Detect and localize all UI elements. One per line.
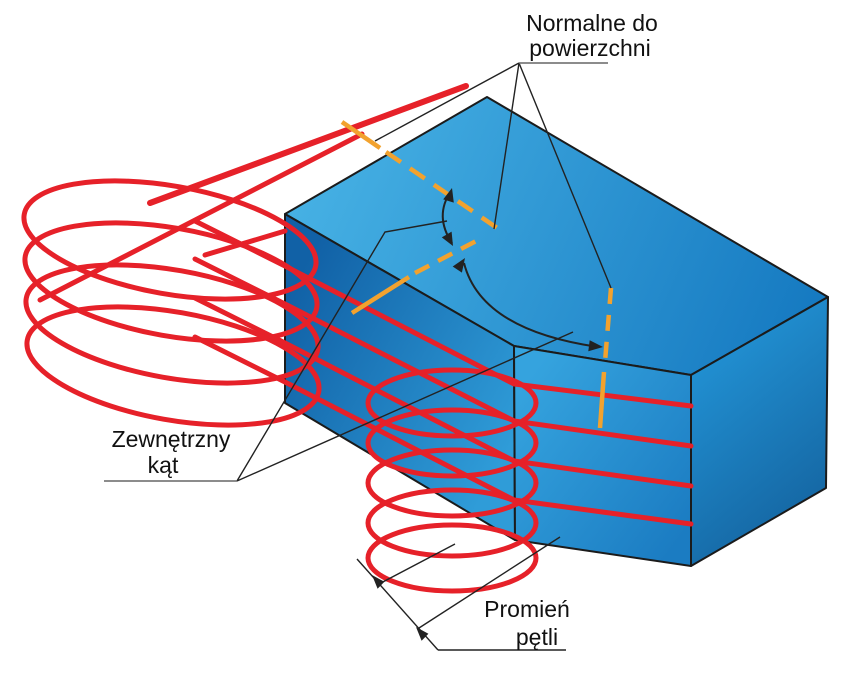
coil-loop — [23, 262, 321, 386]
helix-turn — [365, 447, 539, 519]
coil-wire-over-top — [147, 83, 469, 206]
normal-a-dashed — [384, 150, 502, 232]
coil-wire-stub — [202, 228, 288, 258]
coil-wire — [192, 334, 694, 527]
arc-arrowheads — [441, 188, 603, 352]
helix-coil — [365, 367, 539, 594]
arrowhead-nw-icon — [372, 575, 385, 589]
block-right-face — [690, 296, 829, 567]
dimension-arrowheads — [372, 575, 429, 641]
coil-wire-over-top — [37, 131, 365, 303]
block — [284, 96, 829, 567]
coil-loop — [22, 220, 320, 344]
labels: Normalne do powierzchni Zewnętrzny kąt P… — [112, 10, 658, 650]
radius-line — [378, 543, 456, 585]
coil-loop — [21, 178, 319, 302]
coil-wire — [192, 256, 694, 449]
label-normal-line1: Normalne do — [526, 10, 658, 36]
arrowhead-right-icon — [588, 340, 603, 352]
helix-turn — [365, 407, 539, 479]
normal-a-solid — [340, 120, 382, 150]
arrowhead-up-icon — [452, 258, 465, 273]
angle-arc-large — [463, 262, 599, 348]
label-external-angle-line1: Zewnętrzny — [112, 426, 231, 452]
normal-c-dashed — [602, 287, 614, 363]
normal-b-dashed — [413, 238, 480, 275]
normal-c-solid — [597, 371, 607, 429]
label-external-angle-line2: kąt — [148, 452, 179, 478]
label-loop-radius-line2: pętli — [516, 624, 558, 650]
wrap-coil — [21, 83, 694, 527]
radius-line — [418, 536, 561, 629]
helix-turn — [365, 367, 539, 439]
arrowhead-up-icon — [443, 188, 454, 203]
label-normal-line2: powierzchni — [529, 35, 650, 61]
label-underlines — [104, 62, 608, 482]
coil-loop — [24, 304, 322, 428]
leader — [236, 220, 448, 482]
helix-turn — [365, 522, 539, 594]
arrowhead-down-icon — [441, 231, 453, 246]
label-loop-radius-line1: Promień — [484, 596, 570, 622]
leader — [236, 331, 574, 482]
helix-turn — [365, 487, 539, 559]
arrowhead-nw-icon — [416, 627, 429, 641]
surface-normals — [340, 120, 614, 429]
normal-b-solid — [350, 275, 411, 315]
leader — [493, 62, 520, 230]
coil-wire — [192, 295, 694, 489]
leader — [518, 62, 612, 289]
leader — [374, 62, 520, 142]
